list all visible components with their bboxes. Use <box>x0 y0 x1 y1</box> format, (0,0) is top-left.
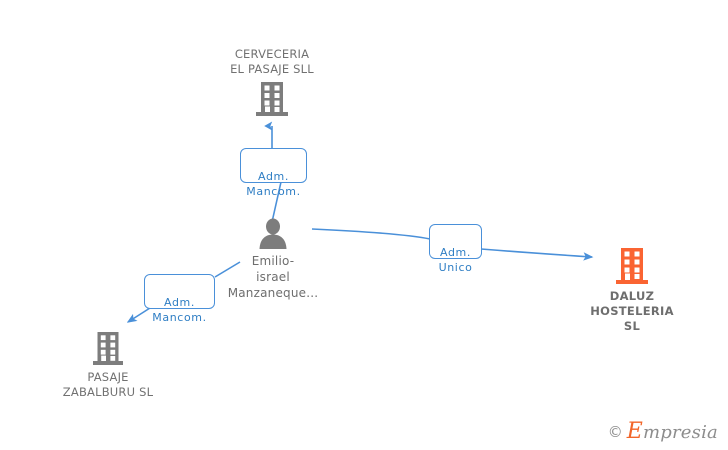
node-pasaje-label: PASAJE ZABALBURU SL <box>62 370 154 399</box>
person-icon <box>198 218 348 249</box>
building-icon <box>197 81 347 117</box>
node-person-label: Emilio- israel Manzaneque... <box>227 254 319 300</box>
edge-mancom-box-to-pasaje <box>126 307 151 323</box>
building-icon <box>33 331 183 366</box>
edge-label-text: Adm. Unico <box>438 246 473 274</box>
empresia-logo: Empresia <box>627 421 718 443</box>
edge-person-to-mancom-box-left <box>214 261 241 278</box>
edge-label-adm-mancom-left[interactable]: Adm. Mancom. <box>144 274 215 324</box>
edge-label-text: Adm. Mancom. <box>246 170 301 198</box>
empresia-logo-initial: E <box>626 419 644 444</box>
edge-label-adm-unico[interactable]: Adm. Unico <box>429 224 482 274</box>
building-icon <box>557 247 707 285</box>
node-cerveceria-label: CERVECERIA EL PASAJE SLL <box>230 47 314 76</box>
edge-label-adm-mancom-top[interactable]: Adm. Mancom. <box>240 148 307 198</box>
copyright-icon: © <box>607 423 623 441</box>
edge-label-text: Adm. Mancom. <box>152 296 207 324</box>
edge-person-to-mancom-box-top <box>271 181 282 223</box>
edge-person-to-unico-box <box>311 228 431 240</box>
edge-unico-box-to-daluz <box>480 248 594 261</box>
node-pasaje-zabalburu[interactable]: PASAJE ZABALBURU SL <box>33 331 183 400</box>
node-daluz-hosteleria[interactable]: DALUZ HOSTELERIA SL <box>557 247 707 334</box>
node-person-emilio-israel[interactable]: Emilio- israel Manzaneque... <box>198 218 348 301</box>
node-daluz-label: DALUZ HOSTELERIA SL <box>590 289 674 333</box>
empresia-watermark: © Empresia <box>607 421 718 443</box>
node-cerveceria-el-pasaje[interactable]: CERVECERIA EL PASAJE SLL <box>197 47 347 117</box>
empresia-logo-rest: mpresia <box>643 422 718 443</box>
